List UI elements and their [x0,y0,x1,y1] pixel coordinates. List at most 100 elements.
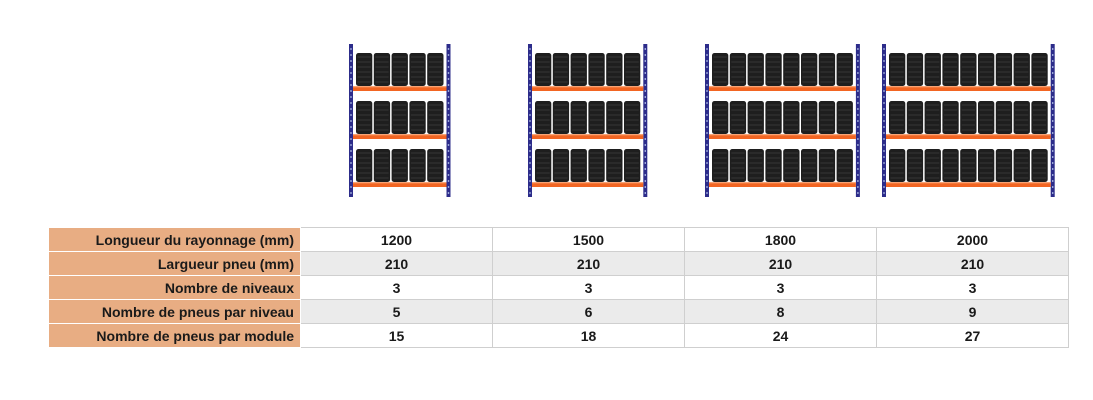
tire-rack [705,44,860,197]
tire [712,101,729,134]
table-cell: 18 [492,323,685,348]
tire [409,101,426,134]
rack-beam [709,182,856,187]
tire [1031,53,1048,86]
tire [535,53,552,86]
tire [906,53,924,86]
tire [1031,101,1048,134]
tire [924,149,941,182]
tire [801,149,818,182]
tire [889,101,906,134]
tire [836,101,853,134]
tire [588,101,605,134]
table-cell: 8 [684,299,877,324]
tire-rack [349,44,451,197]
table-cell: 210 [876,251,1069,276]
table-cell: 27 [876,323,1069,348]
tire [889,149,906,182]
table-row: Largueur pneu (mm) 210 210 210 210 [48,251,1069,276]
tire [729,101,747,134]
rack-beam [886,134,1051,139]
tire [391,149,408,182]
table-cell: 210 [492,251,685,276]
tire [836,53,853,86]
table-row: Nombre de niveaux 3 3 3 3 [48,275,1069,300]
tire [1013,53,1030,86]
tire [906,101,924,134]
rack-beam [532,182,644,187]
tire [995,53,1013,86]
tire [818,53,836,86]
tire [570,53,587,86]
table-cell: 210 [684,251,877,276]
tire [373,53,391,86]
rack-beam [886,86,1051,91]
tire [747,53,764,86]
tire [427,149,444,182]
rack-beam [532,134,644,139]
tire [924,101,941,134]
row-label: Largueur pneu (mm) [48,251,301,276]
tire [391,101,408,134]
tire [552,101,570,134]
tire [836,149,853,182]
table-cell: 6 [492,299,685,324]
table-cell: 5 [300,299,493,324]
tire [552,53,570,86]
tire [942,101,959,134]
table-cell: 15 [300,323,493,348]
row-label: Longueur du rayonnage (mm) [48,227,301,252]
tire [978,101,995,134]
tire [960,101,977,134]
tire [783,53,800,86]
table-cell: 1500 [492,227,685,252]
tire [818,101,836,134]
table-cell: 3 [300,275,493,300]
table-cell: 3 [684,275,877,300]
table-row: Longueur du rayonnage (mm) 1200 1500 180… [48,227,1069,252]
tire [783,101,800,134]
tire [960,53,977,86]
rack-beam [709,86,856,91]
table-row: Nombre de pneus par niveau 5 6 8 9 [48,299,1069,324]
tire [606,53,623,86]
table-cell: 24 [684,323,877,348]
tire [356,149,373,182]
rack-beam [353,182,447,187]
tire [712,149,729,182]
table-cell: 2000 [876,227,1069,252]
tire [624,53,641,86]
tire [942,53,959,86]
table-cell: 1800 [684,227,877,252]
rack-illustrations [349,44,1055,197]
tire [1031,149,1048,182]
tire [747,101,764,134]
row-label: Nombre de pneus par module [48,323,301,348]
tire [765,101,782,134]
rack-beam [532,86,644,91]
tire [1013,101,1030,134]
tire [942,149,959,182]
tire [765,149,782,182]
tire [356,101,373,134]
tire [801,53,818,86]
table-cell: 210 [300,251,493,276]
tire [783,149,800,182]
tire-rack [528,44,648,197]
tire [712,53,729,86]
tire [889,53,906,86]
rack-beam [886,182,1051,187]
tire [427,101,444,134]
tire [818,149,836,182]
tire [906,149,924,182]
tire [801,101,818,134]
tire [765,53,782,86]
tire [391,53,408,86]
rack-beam [353,86,447,91]
table-cell: 3 [876,275,1069,300]
tire [995,101,1013,134]
tire [588,53,605,86]
tire [624,149,641,182]
row-label: Nombre de niveaux [48,275,301,300]
table-cell: 3 [492,275,685,300]
